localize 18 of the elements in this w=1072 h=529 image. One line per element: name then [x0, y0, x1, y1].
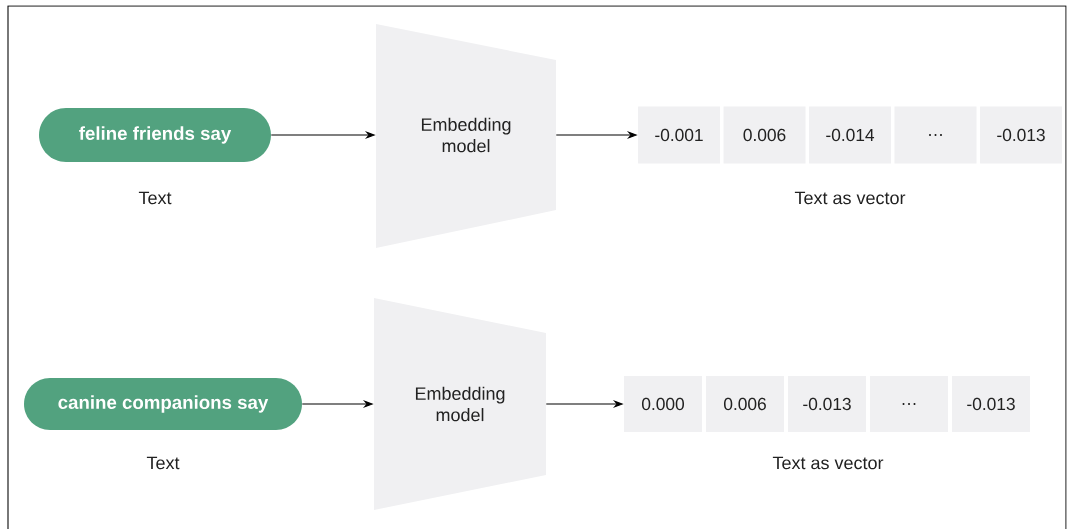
- vector-cell: -0.014: [809, 106, 891, 164]
- model-trapezoid: Embedding model: [376, 24, 556, 248]
- vector-cell: -0.013: [980, 106, 1062, 164]
- vector-cell: …: [870, 376, 948, 432]
- text-pill: canine companions say: [24, 378, 302, 430]
- vector-cell: 0.006: [723, 106, 806, 164]
- caption-text: Text as vector: [772, 456, 884, 470]
- vector-cell: 0.006: [706, 376, 784, 432]
- vector-cell: -0.013: [788, 376, 866, 432]
- text-pill: feline friends say: [39, 108, 271, 162]
- vector-cell: -0.001: [638, 106, 720, 164]
- vector-cell: 0.000: [624, 376, 702, 432]
- model-trapezoid: Embedding model: [374, 298, 546, 510]
- vector-cell: -0.013: [952, 376, 1030, 432]
- vector-cell: …: [894, 106, 977, 164]
- caption-text: Text as vector: [794, 191, 906, 205]
- caption-text: Text: [138, 191, 172, 205]
- caption-text: Text: [146, 456, 180, 470]
